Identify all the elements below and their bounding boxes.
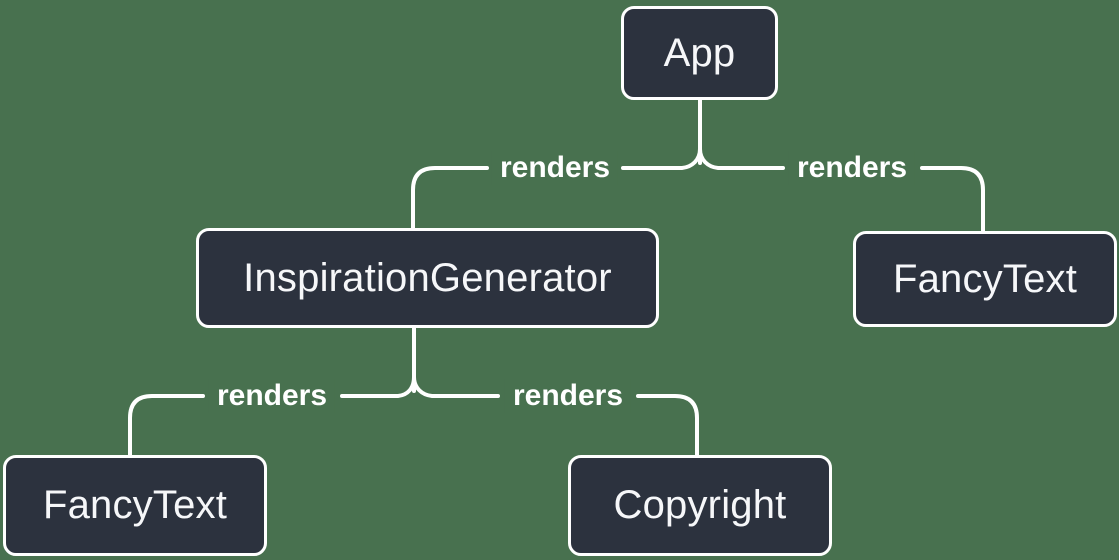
edge-app-to-inspiration-generator-flare <box>621 147 702 170</box>
edge-app-to-inspiration-generator-drop <box>411 166 489 230</box>
edge-app-to-fancy-text-drop <box>920 166 985 233</box>
node-app-label: App <box>663 30 736 75</box>
node-app: App <box>621 6 778 100</box>
edge-ig-to-fancy-text-flare <box>340 375 416 398</box>
node-fancy-text-bottom: FancyText <box>3 455 267 556</box>
edge-ig-to-copyright-flare <box>412 375 500 398</box>
edge-app-to-fancy-text-flare <box>698 147 785 170</box>
node-fancy-text-top-label: FancyText <box>892 256 1078 301</box>
node-inspiration-generator: InspirationGenerator <box>196 228 659 328</box>
edge-label-ig-copyright: renders <box>504 379 632 413</box>
node-copyright-label: Copyright <box>613 483 787 527</box>
node-copyright: Copyright <box>568 455 832 556</box>
node-fancy-text-bottom-label: FancyText <box>42 483 228 527</box>
edge-ig-to-copyright-drop <box>636 394 699 457</box>
edge-label-app-fancy-text: renders <box>788 151 916 185</box>
node-fancy-text-top: FancyText <box>853 231 1117 327</box>
edge-label-app-inspiration-generator: renders <box>491 151 619 185</box>
node-inspiration-generator-label: InspirationGenerator <box>243 255 612 300</box>
edge-ig-to-fancy-text-drop <box>128 394 205 457</box>
edge-label-ig-fancy-text: renders <box>208 379 336 413</box>
